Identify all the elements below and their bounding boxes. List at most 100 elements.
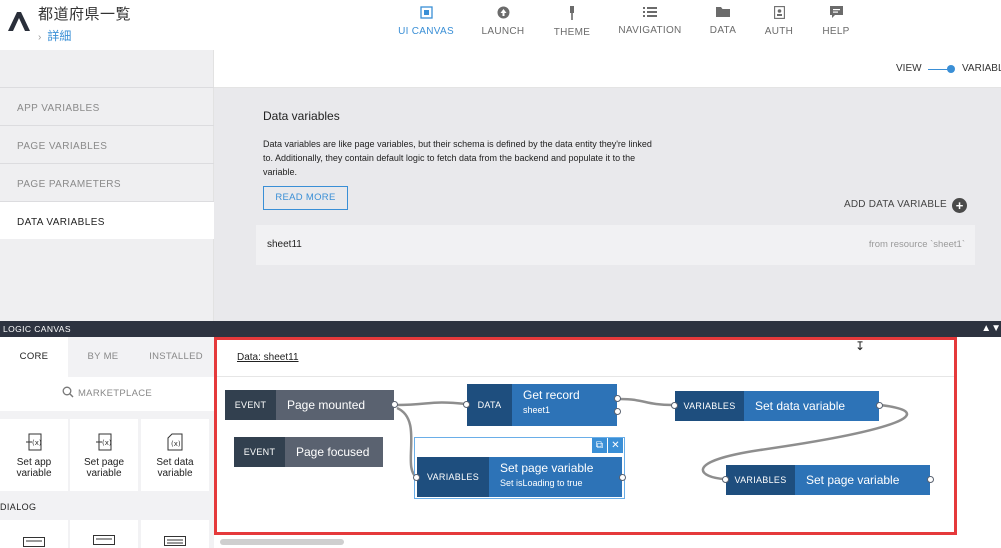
nav-theme[interactable]: THEME: [552, 0, 592, 50]
data-variable-source: from resource `sheet1`: [868, 239, 965, 250]
app-title: 都道府県一覧: [38, 6, 132, 23]
auth-icon: [773, 6, 785, 19]
data-variable-row[interactable]: sheet11 from resource `sheet1`: [256, 225, 975, 265]
node-set-page-variable-selected[interactable]: VARIABLES Set page variable Set isLoadin…: [417, 457, 622, 497]
nav-auth[interactable]: AUTH: [762, 0, 796, 50]
logic-canvas-label: LOGIC CANVAS: [3, 324, 71, 334]
tab-by-me[interactable]: BY ME: [87, 351, 119, 362]
palette-item-set-page-variable[interactable]: (x) Set page variable: [70, 419, 138, 491]
panel-title: Data variables: [263, 109, 340, 123]
node-label: Page mounted: [276, 390, 394, 420]
tab-installed[interactable]: INSTALLED: [149, 351, 203, 362]
output-port[interactable]: [619, 474, 626, 481]
svg-text:(x): (x): [32, 439, 42, 447]
tab-core[interactable]: CORE: [0, 337, 68, 377]
palette-item-label: Set data variable: [156, 457, 194, 479]
logic-canvas-bar: LOGIC CANVAS ▲▼: [0, 321, 1001, 337]
output-port[interactable]: [876, 402, 883, 409]
node-selection-box: [414, 437, 625, 499]
node-body: Get record sheet1: [512, 384, 617, 426]
view-toggle-knob[interactable]: [947, 65, 955, 73]
nav-label: HELP: [822, 26, 850, 37]
input-port[interactable]: [722, 476, 729, 483]
output-port[interactable]: [391, 401, 398, 408]
palette-item-dialog-1[interactable]: [0, 520, 68, 548]
view-toggle-track[interactable]: [928, 69, 952, 70]
node-event-page-mounted[interactable]: EVENT Page mounted: [225, 390, 394, 420]
add-data-variable-label[interactable]: ADD DATA VARIABLE: [844, 199, 947, 210]
palette-item-label: Set page variable: [83, 457, 125, 479]
folder-icon: [716, 7, 730, 17]
nav-label: THEME: [553, 27, 591, 38]
node-tag: EVENT: [234, 437, 285, 467]
view-mode-label[interactable]: VARIABLE: [962, 63, 1001, 74]
nav-navigation[interactable]: NAVIGATION: [618, 0, 682, 50]
navigation-icon: [643, 7, 657, 17]
highlight-frame: [214, 337, 957, 535]
nav-data[interactable]: DATA: [707, 0, 739, 50]
chevron-right-icon: ›: [38, 32, 42, 43]
sidebar-item-data-variables[interactable]: DATA VARIABLES: [0, 201, 214, 239]
close-icon[interactable]: ✕: [608, 438, 623, 453]
marketplace-label: MARKETPLACE: [77, 388, 153, 399]
node-tag: DATA: [467, 384, 512, 426]
copy-icon[interactable]: ⧉: [592, 438, 607, 453]
nav-label: LAUNCH: [481, 26, 525, 37]
variables-sidebar: APP VARIABLES PAGE VARIABLES PAGE PARAME…: [0, 50, 214, 321]
node-sublabel: Set isLoading to true: [500, 478, 583, 488]
palette-item-set-app-variable[interactable]: (x) Set app variable: [0, 419, 68, 491]
canvas-tab-data-sheet11[interactable]: Data: sheet11: [237, 352, 299, 363]
nav-help[interactable]: HELP: [820, 0, 852, 50]
output-port[interactable]: [614, 408, 621, 415]
search-icon: [62, 386, 74, 398]
nav-label: UI CANVAS: [398, 26, 454, 37]
marketplace-button[interactable]: MARKETPLACE: [0, 377, 214, 411]
nav-label: NAVIGATION: [618, 25, 682, 36]
data-variable-name: sheet11: [267, 239, 302, 250]
palette-item-dialog-2[interactable]: [70, 520, 138, 548]
dialog-icon: [164, 536, 186, 546]
node-label: Get record: [523, 388, 580, 402]
node-data-get-record[interactable]: DATA Get record sheet1: [467, 384, 617, 426]
breadcrumb[interactable]: › 詳細: [38, 27, 71, 44]
help-icon: [829, 6, 843, 18]
nav-label: AUTH: [764, 26, 794, 37]
node-event-page-focused[interactable]: EVENT Page focused: [234, 437, 383, 467]
panel-description: Data variables are like page variables, …: [263, 139, 652, 177]
node-tag: VARIABLES: [675, 391, 744, 421]
plus-circle-icon[interactable]: +: [952, 198, 967, 213]
node-set-page-variable[interactable]: VARIABLES Set page variable: [726, 465, 930, 495]
dialog-icon: [93, 535, 115, 545]
node-set-data-variable[interactable]: VARIABLES Set data variable: [675, 391, 879, 421]
breadcrumb-label: 詳細: [47, 29, 72, 43]
collapse-toggle-icon[interactable]: ▲▼: [981, 323, 1001, 334]
ui-canvas-icon: [419, 6, 433, 19]
view-toggle-bar: VIEW VARIABLE: [214, 50, 1001, 88]
node-tag: VARIABLES: [726, 465, 795, 495]
set-variable-icon: (x): [96, 433, 112, 451]
set-data-variable-icon: (x): [167, 433, 183, 451]
horizontal-scrollbar[interactable]: [220, 539, 344, 545]
svg-text:(x): (x): [102, 439, 112, 447]
sidebar-item-page-parameters[interactable]: PAGE PARAMETERS: [0, 163, 214, 201]
input-port[interactable]: [413, 474, 420, 481]
nav-launch[interactable]: LAUNCH: [481, 0, 525, 50]
palette-item-set-data-variable[interactable]: (x) Set data variable: [141, 419, 209, 491]
read-more-button[interactable]: READ MORE: [263, 186, 348, 210]
output-port[interactable]: [614, 395, 621, 402]
sidebar-item-page-variables[interactable]: PAGE VARIABLES: [0, 125, 214, 163]
theme-icon: [570, 6, 574, 20]
nav-ui-canvas[interactable]: UI CANVAS: [398, 0, 454, 50]
sidebar-item-app-variables[interactable]: APP VARIABLES: [0, 87, 214, 125]
palette-item-label: Set app variable: [16, 457, 52, 479]
launch-icon: [497, 6, 509, 19]
node-sublabel: sheet1: [523, 405, 551, 415]
input-port[interactable]: [463, 401, 470, 408]
output-port[interactable]: [927, 476, 934, 483]
input-port[interactable]: [671, 402, 678, 409]
dialog-icon: [23, 537, 45, 547]
node-body: Set page variable Set isLoading to true: [489, 457, 622, 497]
app-logo-icon[interactable]: [7, 10, 31, 32]
palette-item-dialog-3[interactable]: [141, 520, 209, 548]
data-variables-panel: Data variables Data variables are like p…: [214, 88, 1001, 321]
